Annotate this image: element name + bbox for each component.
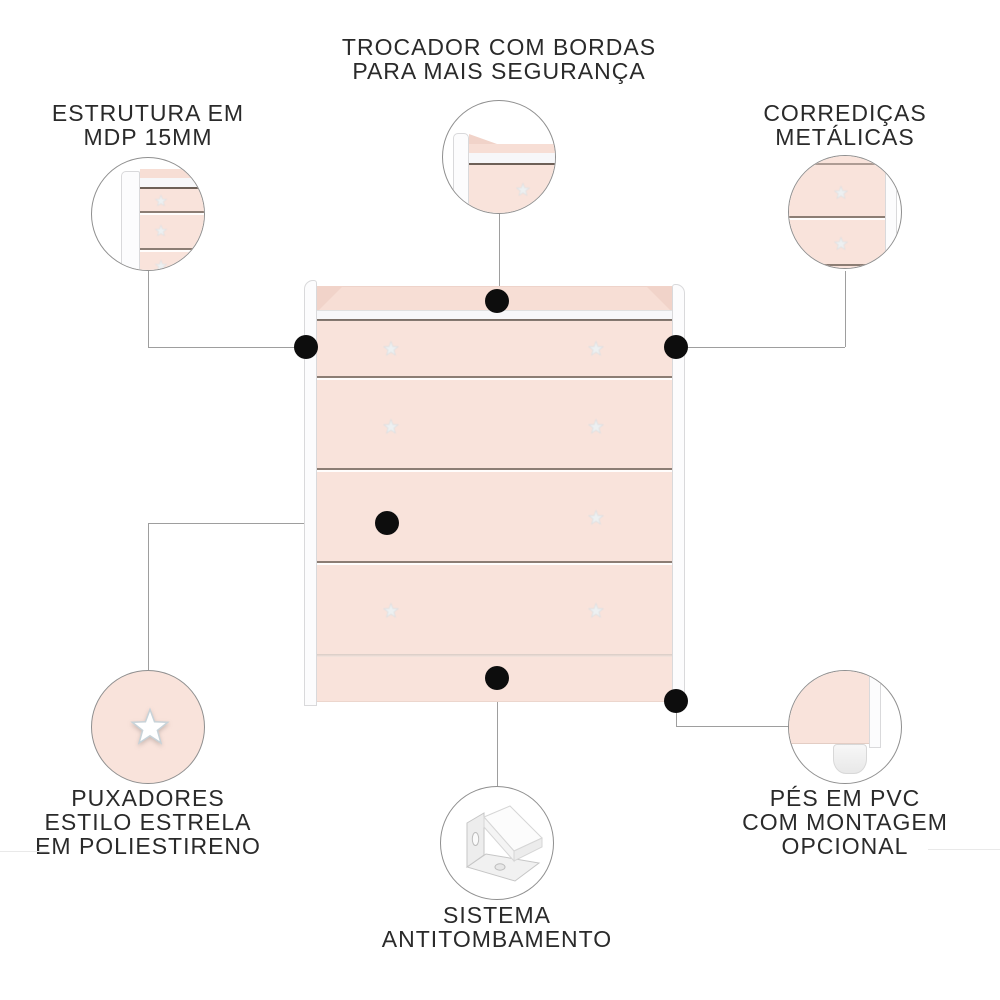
- detail-body-corner: [789, 671, 869, 744]
- label-line: OPCIONAL: [781, 833, 909, 859]
- anchor-dot-estrutura: [294, 335, 318, 359]
- star-knob-icon: [382, 602, 400, 618]
- edge-artifact-line: [0, 851, 48, 852]
- star-knob-large-icon: [130, 707, 170, 745]
- detail-corner-shade: [469, 134, 497, 144]
- star-knob-icon: [587, 602, 605, 618]
- detail-side-panel: [121, 171, 140, 270]
- detail-divider: [140, 248, 204, 250]
- callout-corredicas-circle: [788, 155, 902, 269]
- star-knob-icon: [833, 236, 849, 251]
- drawer-body: [317, 321, 672, 702]
- callout-estrutura-circle: [91, 157, 205, 271]
- label-line: PUXADORES: [71, 785, 225, 811]
- dresser-illustration: [304, 278, 685, 706]
- label-corredicas: CORREDIÇAS METÁLICAS: [763, 101, 926, 149]
- detail-drawer: [469, 165, 555, 213]
- drawer-divider: [317, 468, 672, 470]
- detail-drawers: [789, 156, 885, 268]
- detail-shelf: [453, 153, 555, 165]
- star-knob-icon: [382, 418, 400, 434]
- anti-tip-bracket-icon: [465, 805, 543, 882]
- drawer-divider-gap: [317, 563, 672, 565]
- anchor-dot-puxadores: [375, 511, 399, 535]
- label-line: ANTITOMBAMENTO: [381, 926, 613, 952]
- label-sistema: SISTEMA ANTITOMBAMENTO: [382, 903, 612, 951]
- label-line: EM POLIESTIRENO: [35, 833, 261, 859]
- label-trocador: TROCADOR COM BORDAS PARA MAIS SEGURANÇA: [342, 35, 656, 83]
- callout-pes-circle: [788, 670, 902, 784]
- detail-drawers: [140, 189, 204, 270]
- connector-line: [845, 271, 846, 347]
- detail-back-edge: [469, 144, 555, 153]
- detail-divider: [789, 264, 885, 266]
- detail-side-panel: [869, 671, 881, 748]
- detail-divider-gap: [140, 213, 204, 215]
- star-knob-icon: [154, 224, 168, 237]
- star-knob-icon: [154, 194, 168, 207]
- connector-line: [497, 678, 498, 786]
- callout-sistema-circle: [440, 786, 554, 900]
- label-pes: PÉS EM PVC COM MONTAGEM OPCIONAL: [742, 786, 948, 858]
- star-knob-icon: [515, 182, 531, 197]
- connector-line: [148, 271, 149, 347]
- connector-line: [676, 726, 789, 727]
- edge-artifact-line: [928, 849, 1000, 850]
- connector-line: [676, 701, 677, 726]
- detail-shelf: [121, 178, 204, 189]
- connector-line: [676, 347, 845, 348]
- connector-line: [499, 214, 500, 301]
- label-line: ESTRUTURA EM: [51, 100, 245, 126]
- drawer-divider: [317, 561, 672, 563]
- label-line: COM MONTAGEM: [742, 809, 948, 835]
- label-estrutura: ESTRUTURA EM MDP 15MM: [52, 101, 244, 149]
- label-line: TROCADOR COM BORDAS: [341, 34, 657, 60]
- detail-back-edge: [140, 169, 204, 178]
- detail-side-panel: [885, 156, 897, 268]
- star-knob-icon: [833, 185, 849, 200]
- star-knob-icon: [587, 340, 605, 356]
- detail-side-panel: [453, 133, 469, 213]
- pvc-foot-icon: [833, 744, 867, 774]
- star-knob-icon: [154, 259, 168, 270]
- anchor-dot-trocador: [485, 289, 509, 313]
- label-line: PÉS EM PVC: [769, 785, 921, 811]
- detail-divider: [140, 211, 204, 213]
- connector-line: [148, 523, 387, 524]
- detail-divider-gap: [140, 250, 204, 252]
- detail-divider: [789, 163, 885, 165]
- label-line: PARA MAIS SEGURANÇA: [352, 58, 646, 84]
- label-puxadores: PUXADORES ESTILO ESTRELA EM POLIESTIRENO: [35, 786, 261, 858]
- drawer-top-gap: [317, 319, 672, 321]
- anchor-dot-pes: [664, 689, 688, 713]
- label-line: SISTEMA: [443, 902, 551, 928]
- side-panel-left: [304, 280, 317, 706]
- label-line: MDP 15MM: [83, 124, 213, 150]
- label-line: CORREDIÇAS: [763, 100, 927, 126]
- anchor-dot-sistema: [485, 666, 509, 690]
- detail-divider: [789, 216, 885, 218]
- connector-line: [148, 347, 306, 348]
- star-knob-icon: [587, 418, 605, 434]
- drawer-divider: [317, 376, 672, 378]
- label-line: METÁLICAS: [775, 124, 915, 150]
- connector-line: [148, 523, 149, 670]
- drawer-divider-gap: [317, 378, 672, 380]
- star-knob-icon: [382, 340, 400, 356]
- drawer-divider-gap: [317, 470, 672, 472]
- callout-trocador-circle: [442, 100, 556, 214]
- label-line: ESTILO ESTRELA: [44, 809, 252, 835]
- detail-divider-gap: [789, 218, 885, 220]
- plinth-divider: [317, 654, 672, 657]
- anchor-dot-corredicas: [664, 335, 688, 359]
- star-knob-icon: [587, 509, 605, 525]
- callout-puxadores-circle: [91, 670, 205, 784]
